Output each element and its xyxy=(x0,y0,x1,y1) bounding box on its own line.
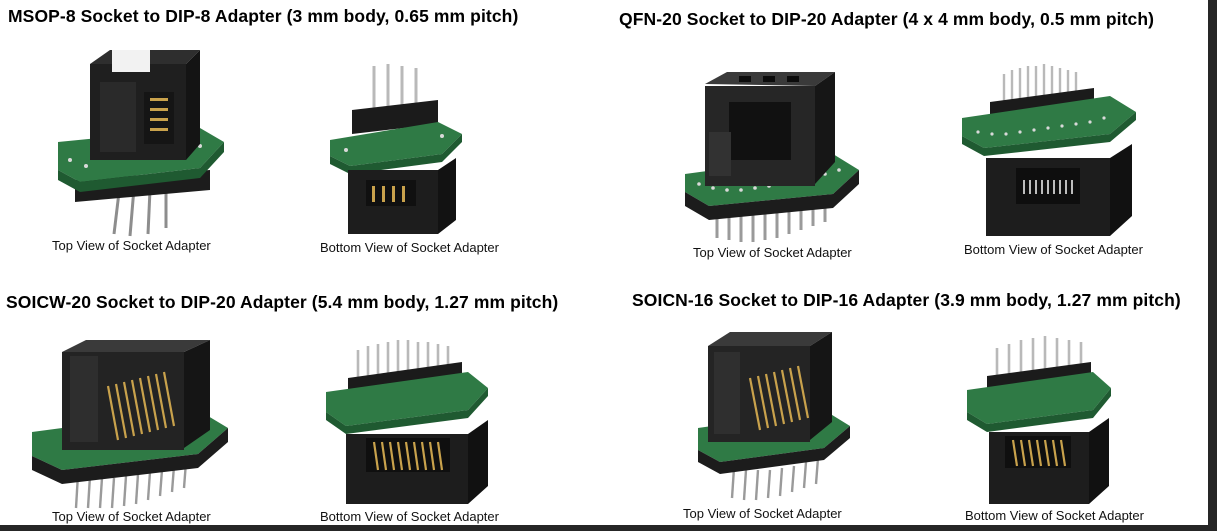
qfn20-top-view-caption: Top View of Socket Adapter xyxy=(693,245,852,260)
soicw20-top-view-caption: Top View of Socket Adapter xyxy=(52,509,211,524)
soicn16-top-view-photo xyxy=(694,330,854,502)
msop8-bottom-view-photo xyxy=(322,62,472,237)
qfn20-bottom-view-photo xyxy=(960,62,1140,240)
msop8-bottom-view-caption: Bottom View of Socket Adapter xyxy=(320,240,499,255)
soicw20-top-view-photo xyxy=(22,336,234,512)
soicn16-bottom-view-caption: Bottom View of Socket Adapter xyxy=(965,508,1144,523)
soicw20-bottom-view-caption: Bottom View of Socket Adapter xyxy=(320,509,499,524)
msop8-title: MSOP-8 Socket to DIP-8 Adapter (3 mm bod… xyxy=(8,6,519,26)
soicn16-top-view-caption: Top View of Socket Adapter xyxy=(683,506,842,521)
soicn16-title: SOICN-16 Socket to DIP-16 Adapter (3.9 m… xyxy=(632,290,1181,310)
msop8-top-view-photo xyxy=(50,42,230,237)
frame-border-bottom xyxy=(0,525,1217,531)
soicw20-title: SOICW-20 Socket to DIP-20 Adapter (5.4 m… xyxy=(6,292,559,312)
qfn20-title: QFN-20 Socket to DIP-20 Adapter (4 x 4 m… xyxy=(619,9,1155,29)
soicn16-bottom-view-photo xyxy=(965,330,1113,508)
msop8-top-view-caption: Top View of Socket Adapter xyxy=(52,238,211,253)
qfn20-top-view-photo xyxy=(683,72,863,244)
soicw20-bottom-view-photo xyxy=(322,334,492,509)
qfn20-bottom-view-caption: Bottom View of Socket Adapter xyxy=(964,242,1143,257)
frame-border-right xyxy=(1208,0,1217,531)
